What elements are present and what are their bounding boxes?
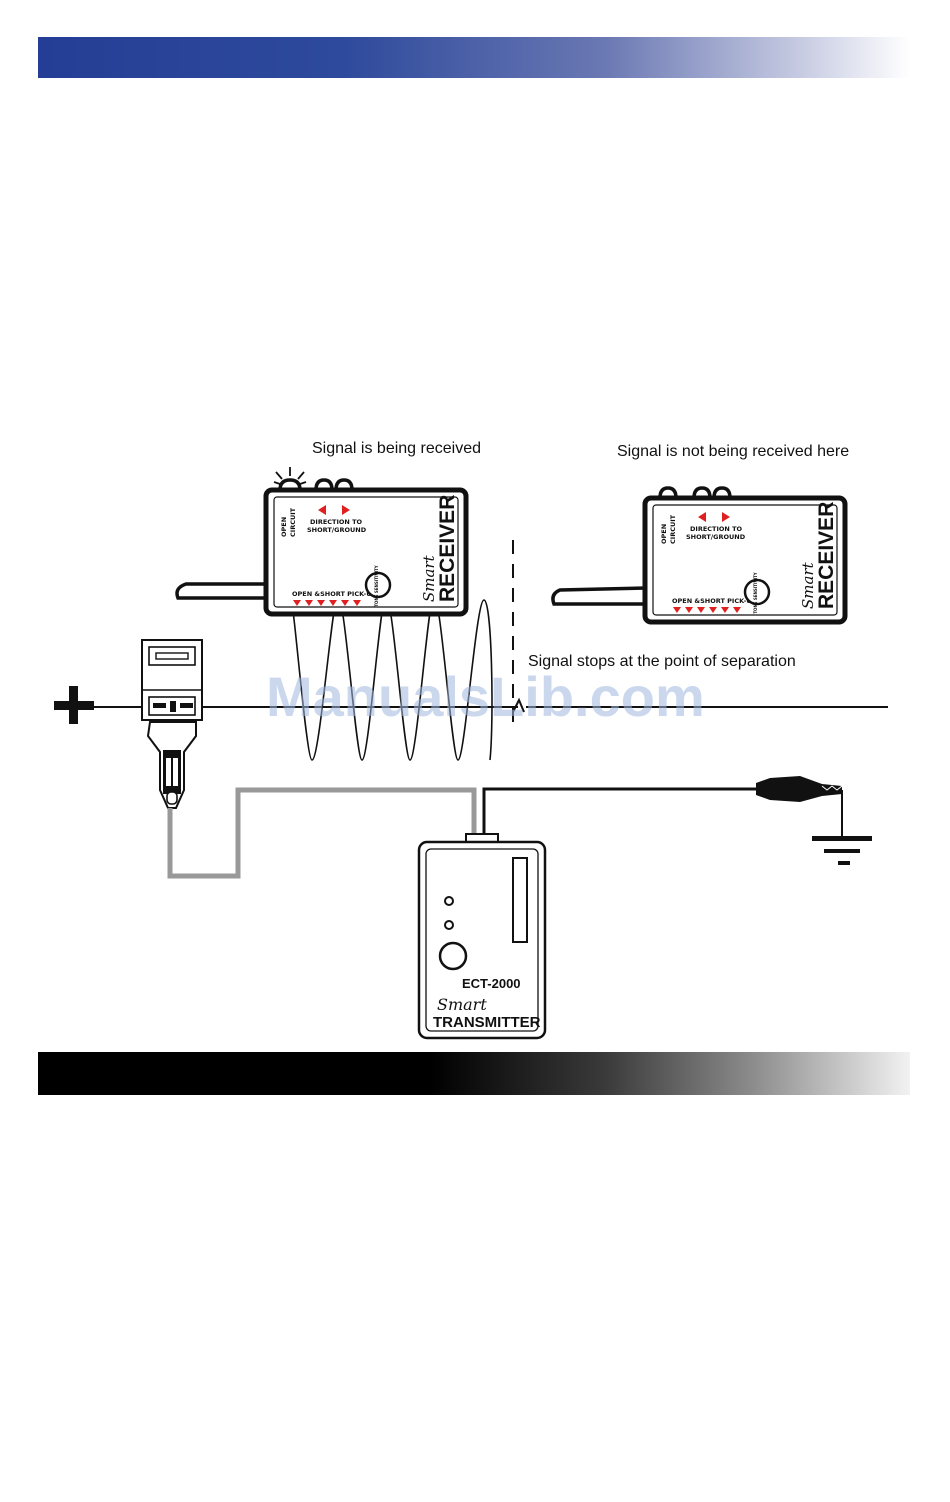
open-circuit-label-1: OPEN <box>280 517 288 537</box>
signal-glow-icon <box>273 467 307 485</box>
receiver-right: OPEN CIRCUIT DIRECTION TO SHORT/GROUND O… <box>551 486 848 625</box>
pickup-label: OPEN &SHORT PICK-UP <box>292 590 377 598</box>
direction-right-icon <box>722 512 730 522</box>
brand-script: Smart <box>799 561 817 609</box>
alligator-clip <box>756 776 843 836</box>
knob-label: TONE SENSITIVITY <box>753 572 758 613</box>
caption-signal-not-received: Signal is not being received here <box>617 443 849 460</box>
direction-label-1: DIRECTION TO <box>310 518 363 526</box>
ground-icon <box>812 836 872 865</box>
section-band <box>38 1052 910 1095</box>
direction-label-2: SHORT/GROUND <box>307 526 367 534</box>
brand-script: Smart <box>437 995 487 1014</box>
direction-left-icon <box>318 505 326 515</box>
direction-label-1: DIRECTION TO <box>690 525 743 533</box>
brand-name: RECEIVER <box>436 495 459 602</box>
fuse-holder <box>141 639 203 721</box>
gray-test-lead <box>167 787 477 879</box>
tone-sensitivity-knob <box>364 571 392 599</box>
model-label: ECT-2000 <box>462 976 521 991</box>
tone-sensitivity-knob <box>743 578 771 606</box>
header-band <box>38 37 910 78</box>
open-circuit-label-2: CIRCUIT <box>289 507 297 537</box>
direction-label-2: SHORT/GROUND <box>686 533 746 541</box>
receiver-left: OPEN CIRCUIT DIRECTION TO SHORT/GROUND O… <box>175 467 469 617</box>
caption-signal-stops: Signal stops at the point of separation <box>528 653 796 670</box>
signal-wave <box>291 595 493 761</box>
receiver-antenna <box>175 553 270 600</box>
transmitter: ECT-2000 Smart TRANSMITTER <box>417 833 547 1040</box>
indicator-led-1 <box>444 896 454 906</box>
direction-left-icon <box>698 512 706 522</box>
pickup-label: OPEN &SHORT PICK-UP <box>672 597 757 605</box>
open-circuit-label-2: CIRCUIT <box>669 514 677 544</box>
receiver-antenna <box>551 586 648 606</box>
plus-icon <box>54 686 94 724</box>
open-circuit-label-1: OPEN <box>660 524 668 544</box>
direction-right-icon <box>342 505 350 515</box>
fuse-connector-plug <box>146 721 197 809</box>
brand-script: Smart <box>420 554 438 602</box>
knob-label: TONE SENSITIVITY <box>374 565 379 606</box>
indicator-led-2 <box>444 920 454 930</box>
black-ground-lead <box>482 787 758 838</box>
pickup-indicator-icons <box>293 600 361 606</box>
power-button <box>438 941 468 971</box>
watermark-text: ManualsLib.com <box>266 665 705 728</box>
transmitter-display <box>512 857 528 943</box>
pickup-indicator-icons <box>673 607 741 613</box>
brand-name: TRANSMITTER <box>433 1014 541 1031</box>
brand-name: RECEIVER <box>815 502 838 609</box>
caption-signal-received: Signal is being received <box>312 440 481 457</box>
